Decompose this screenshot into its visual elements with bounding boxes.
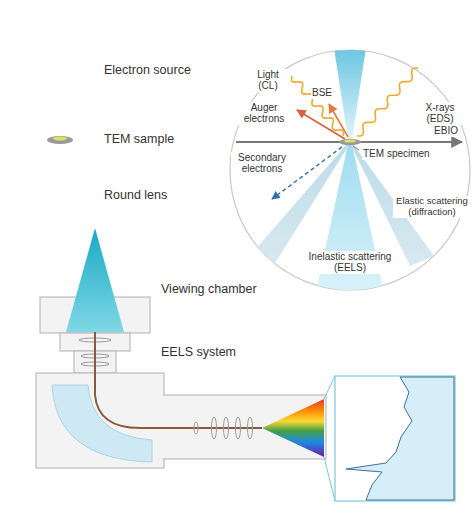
signal-label: Secondary electrons	[231, 152, 293, 175]
part-label: Electron source	[103, 63, 192, 77]
xray-wave	[357, 68, 418, 136]
sample-icon	[47, 136, 73, 144]
inset-circle	[230, 48, 470, 292]
part-label: EELS system	[160, 345, 237, 359]
leader-line	[353, 146, 359, 150]
auger-arrow	[297, 110, 345, 139]
eels-spectrum	[346, 377, 454, 500]
signal-label: BSE	[311, 87, 333, 99]
specimen	[339, 139, 361, 145]
light-wave	[291, 76, 343, 136]
specimen-label: TEM specimen	[362, 148, 431, 160]
signal-label: Auger electrons	[235, 102, 293, 125]
instrument	[36, 228, 326, 468]
electron-beam-cone	[66, 228, 124, 332]
beam-path	[95, 332, 262, 428]
eels-housing	[36, 373, 164, 468]
prism-magnet	[52, 385, 152, 462]
spectrum-zoom	[324, 376, 455, 501]
signal-label: Inelastic scattering (EELS)	[299, 251, 401, 274]
part-label: TEM sample	[103, 132, 175, 146]
signal-label: X-rays (EDS)	[418, 102, 462, 125]
signal-label: EBIO	[433, 125, 459, 137]
part-label: Viewing chamber	[160, 282, 258, 296]
part-label: Round lens	[103, 188, 168, 202]
signal-label: Elastic scattering (diffraction)	[393, 196, 471, 218]
signal-label: Light (CL)	[247, 69, 289, 92]
spectrum-fan	[262, 399, 324, 457]
incident-beam	[334, 48, 366, 139]
bse-arrow	[329, 104, 348, 137]
